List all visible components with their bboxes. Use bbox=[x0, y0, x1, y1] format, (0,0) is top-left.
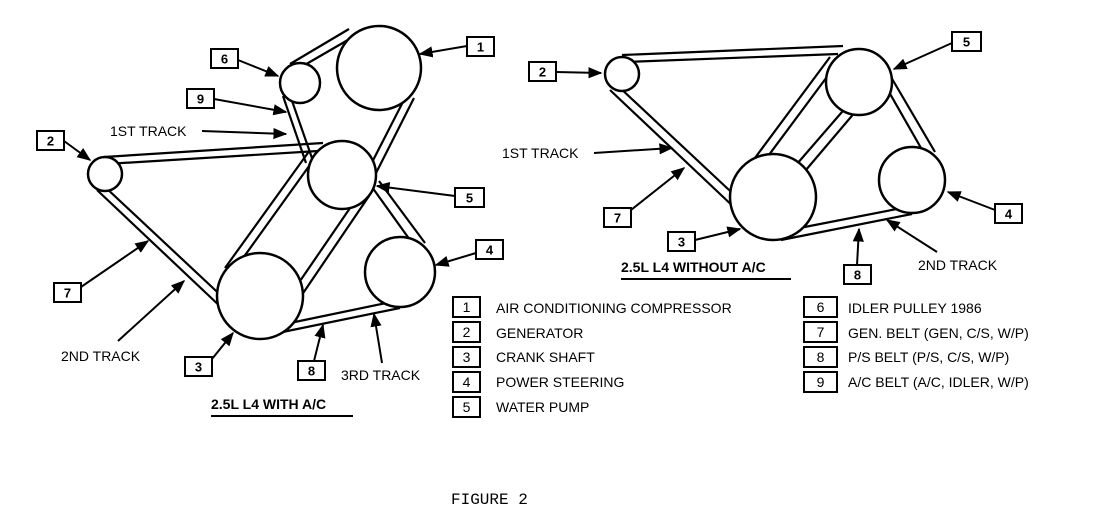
svg-text:2.5L L4 WITHOUT A/C: 2.5L L4 WITHOUT A/C bbox=[621, 259, 766, 275]
svg-text:3: 3 bbox=[678, 235, 685, 250]
callout-6: 6 bbox=[210, 48, 280, 77]
svg-text:2: 2 bbox=[47, 134, 54, 149]
svg-text:7: 7 bbox=[614, 211, 621, 226]
svg-text:POWER STEERING: POWER STEERING bbox=[496, 374, 624, 390]
svg-text:5: 5 bbox=[463, 399, 471, 415]
legend-item-9: 9 A/C BELT (A/C, IDLER, W/P) bbox=[803, 371, 1029, 393]
svg-text:8: 8 bbox=[817, 349, 825, 365]
svg-text:3RD TRACK: 3RD TRACK bbox=[341, 367, 421, 383]
diagram-with-ac: 1 6 9 1ST TRACK 2 5 bbox=[36, 24, 504, 417]
svg-text:2ND TRACK: 2ND TRACK bbox=[61, 348, 141, 364]
callout-5-left: 5 bbox=[375, 182, 485, 208]
callout-7-right: 7 bbox=[603, 167, 686, 228]
svg-text:2: 2 bbox=[463, 324, 471, 340]
legend-item-7: 7 GEN. BELT (GEN, C/S, W/P) bbox=[803, 321, 1029, 343]
legend-item-2: 2 GENERATOR bbox=[452, 321, 583, 343]
track-label-2nd-left: 2ND TRACK bbox=[61, 280, 186, 364]
svg-text:1ST TRACK: 1ST TRACK bbox=[502, 145, 579, 161]
callout-8-left: 8 bbox=[297, 323, 326, 381]
svg-text:A/C BELT (A/C, IDLER, W/P): A/C BELT (A/C, IDLER, W/P) bbox=[848, 374, 1029, 390]
svg-text:6: 6 bbox=[221, 52, 228, 67]
crankshaft-pulley bbox=[215, 251, 305, 341]
callout-7-left: 7 bbox=[53, 240, 150, 303]
callout-3-left: 3 bbox=[184, 331, 234, 377]
idler-pulley bbox=[278, 61, 322, 105]
track-label-3rd-left: 3RD TRACK bbox=[341, 312, 421, 383]
track-label-1st-left: 1ST TRACK bbox=[110, 123, 288, 140]
svg-text:GEN. BELT (GEN, C/S, W/P): GEN. BELT (GEN, C/S, W/P) bbox=[848, 325, 1029, 341]
svg-text:2ND TRACK: 2ND TRACK bbox=[918, 257, 998, 273]
callout-9: 9 bbox=[186, 88, 288, 116]
water-pump-pulley-right bbox=[824, 47, 894, 117]
legend-item-6: 6 IDLER PULLEY 1986 bbox=[803, 296, 982, 318]
callout-1: 1 bbox=[418, 36, 495, 58]
power-steering-pulley bbox=[363, 235, 437, 309]
callout-5-right: 5 bbox=[892, 31, 982, 70]
callout-4-right: 4 bbox=[946, 191, 1023, 224]
svg-text:3: 3 bbox=[463, 349, 471, 365]
title-without-ac: 2.5L L4 WITHOUT A/C bbox=[621, 259, 791, 280]
svg-text:2.5L L4 WITH A/C: 2.5L L4 WITH A/C bbox=[211, 396, 326, 412]
svg-text:1ST TRACK: 1ST TRACK bbox=[110, 123, 187, 139]
svg-text:4: 4 bbox=[1005, 207, 1013, 222]
svg-text:6: 6 bbox=[817, 299, 825, 315]
legend-item-1: 1 AIR CONDITIONING COMPRESSOR bbox=[452, 296, 732, 318]
svg-text:GENERATOR: GENERATOR bbox=[496, 325, 583, 341]
callout-3-right: 3 bbox=[667, 226, 742, 252]
svg-text:4: 4 bbox=[463, 374, 471, 390]
svg-text:4: 4 bbox=[486, 243, 494, 258]
svg-text:7: 7 bbox=[64, 286, 71, 301]
svg-text:7: 7 bbox=[817, 324, 825, 340]
svg-text:9: 9 bbox=[817, 374, 825, 390]
callout-4-left: 4 bbox=[434, 239, 504, 267]
legend-item-3: 3 CRANK SHAFT bbox=[452, 346, 595, 368]
track-label-2nd-right: 2ND TRACK bbox=[885, 219, 998, 273]
ac-compressor-pulley bbox=[335, 24, 423, 112]
gen-belt-left bbox=[96, 141, 324, 311]
generator-pulley-right bbox=[603, 55, 641, 93]
legend-item-5: 5 WATER PUMP bbox=[452, 396, 589, 418]
svg-text:8: 8 bbox=[854, 268, 861, 283]
water-pump-pulley bbox=[306, 139, 378, 211]
svg-text:3: 3 bbox=[195, 360, 202, 375]
svg-text:P/S BELT (P/S, C/S, W/P): P/S BELT (P/S, C/S, W/P) bbox=[848, 349, 1009, 365]
svg-text:5: 5 bbox=[963, 35, 970, 50]
callout-8-right: 8 bbox=[843, 227, 872, 285]
legend-item-8: 8 P/S BELT (P/S, C/S, W/P) bbox=[803, 346, 1009, 368]
svg-text:WATER PUMP: WATER PUMP bbox=[496, 399, 589, 415]
svg-text:2: 2 bbox=[539, 65, 546, 80]
track-label-1st-right: 1ST TRACK bbox=[502, 143, 674, 161]
svg-text:9: 9 bbox=[197, 92, 204, 107]
legend-item-4: 4 POWER STEERING bbox=[452, 371, 624, 393]
crankshaft-pulley-right bbox=[728, 152, 818, 242]
svg-text:1: 1 bbox=[463, 299, 471, 315]
svg-text:AIR CONDITIONING COMPRESSOR: AIR CONDITIONING COMPRESSOR bbox=[496, 300, 732, 316]
generator-pulley bbox=[86, 155, 124, 193]
power-steering-pulley-right bbox=[877, 145, 947, 215]
svg-text:IDLER PULLEY 1986: IDLER PULLEY 1986 bbox=[848, 300, 982, 316]
callout-2-right: 2 bbox=[528, 61, 603, 82]
callout-2-left: 2 bbox=[36, 130, 92, 161]
svg-text:CRANK SHAFT: CRANK SHAFT bbox=[496, 349, 595, 365]
svg-text:8: 8 bbox=[308, 364, 315, 379]
title-with-ac: 2.5L L4 WITH A/C bbox=[211, 396, 353, 417]
diagram-without-ac: 2 5 1ST TRACK 7 3 4 bbox=[502, 31, 1023, 285]
svg-text:5: 5 bbox=[466, 191, 473, 206]
legend: 1 AIR CONDITIONING COMPRESSOR 2 GENERATO… bbox=[452, 296, 1029, 418]
svg-text:1: 1 bbox=[477, 40, 484, 55]
figure-caption: FIGURE 2 bbox=[451, 491, 528, 509]
